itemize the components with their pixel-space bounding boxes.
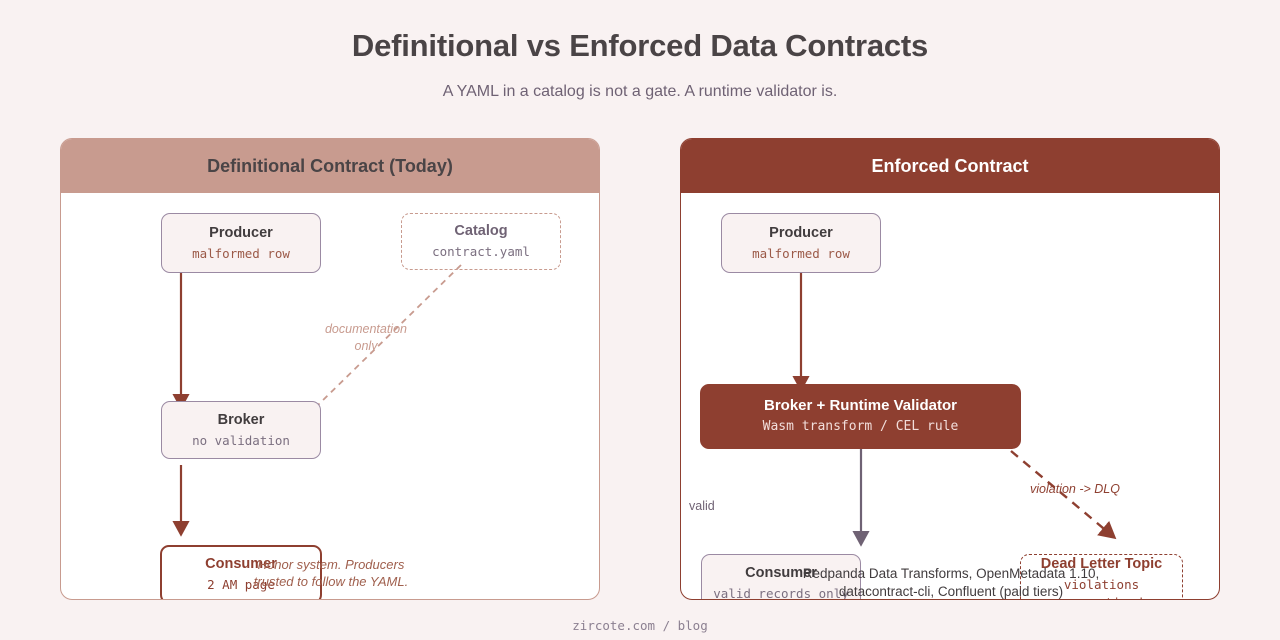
node-producer-title: Producer <box>209 224 273 241</box>
node-producer-subtitle: malformed row <box>192 245 290 261</box>
node-catalog-title: Catalog <box>454 223 508 240</box>
node-catalog[interactable]: Catalog contract.yaml <box>401 213 561 270</box>
edge-label-valid: valid <box>689 499 715 513</box>
node-producer[interactable]: Producer malformed row <box>161 213 321 273</box>
panel-footer-definitional: Honor system. Producers trusted to follo… <box>253 556 409 590</box>
node-dlq-subtitle: violations quarantined <box>1060 577 1143 599</box>
node-broker-runtime-validator[interactable]: Broker + Runtime Validator Wasm transfor… <box>700 384 1021 449</box>
node-producer[interactable]: Producer malformed row <box>721 213 881 273</box>
node-dlq-title: Dead Letter Topic <box>1040 555 1163 572</box>
node-consumer-subtitle: valid records only <box>713 586 849 600</box>
node-consumer[interactable]: Consumer valid records only <box>701 554 861 600</box>
node-producer-subtitle: malformed row <box>752 245 850 261</box>
node-broker-subtitle: no validation <box>192 432 290 448</box>
node-consumer-subtitle: 2 AM page <box>207 577 275 593</box>
edge-label-documentation-only: documentation only <box>324 322 407 353</box>
node-broker-title: Broker <box>217 411 265 428</box>
node-consumer-title: Consumer <box>205 556 277 573</box>
node-broker[interactable]: Broker no validation <box>161 401 321 459</box>
panel-header-definitional: Definitional Contract (Today) <box>61 139 599 193</box>
edge-label-violation-dlq: violation -> DLQ <box>1030 482 1120 496</box>
panel-body-definitional: Producer malformed row Catalog contract.… <box>61 193 599 599</box>
panel-definitional-contract: Definitional Contract (Today) Producer m… <box>60 138 600 600</box>
node-catalog-subtitle: contract.yaml <box>432 244 530 260</box>
watermark-link[interactable]: zircote.com / blog <box>572 618 708 633</box>
panel-header-enforced: Enforced Contract <box>681 139 1219 193</box>
page-subtitle: A YAML in a catalog is not a gate. A run… <box>442 83 838 100</box>
node-dead-letter-topic[interactable]: Dead Letter Topic violations quarantined <box>1020 554 1183 599</box>
node-producer-title: Producer <box>769 224 833 241</box>
page-title: Definitional vs Enforced Data Contracts <box>351 28 929 63</box>
panel-footer-enforced: Redpanda Data Transforms, OpenMetadata 1… <box>802 565 1100 599</box>
panel-body-enforced: Producer malformed row Broker + Runtime … <box>681 193 1219 599</box>
node-consumer[interactable]: Consumer 2 AM page <box>160 545 322 599</box>
node-validator-subtitle: Wasm transform / CEL rule <box>762 419 959 435</box>
panel-enforced-contract: Enforced Contract Producer malformed row <box>680 138 1220 600</box>
node-validator-title: Broker + Runtime Validator <box>764 396 957 414</box>
node-consumer-title: Consumer <box>745 565 817 582</box>
